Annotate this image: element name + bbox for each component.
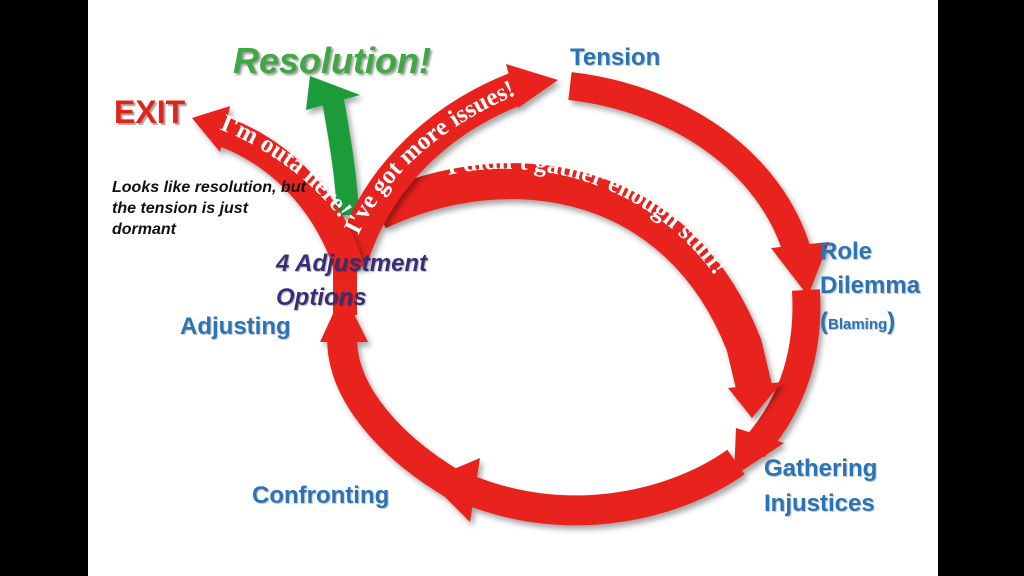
- arrowhead-resolution: [306, 76, 360, 110]
- exit-label: EXIT: [114, 94, 186, 130]
- injustices-label: Injustices: [764, 490, 875, 517]
- options-label-line1: 4 Adjustment: [276, 250, 428, 277]
- arrowhead-adjusting: [320, 292, 368, 342]
- arc-confronting-to-adjusting: [327, 327, 464, 499]
- arrowhead-role: [771, 242, 829, 296]
- blaming-label: (Blaming): [820, 308, 896, 335]
- tension-label: Tension: [570, 44, 661, 71]
- junction: [333, 255, 357, 315]
- arrowhead-gathering: [734, 428, 784, 476]
- role-label: Role: [820, 238, 873, 265]
- arc-gathering-to-confronting: [453, 449, 745, 526]
- arc-role-to-gathering: [743, 289, 821, 458]
- adjusting-label: Adjusting: [180, 313, 291, 340]
- dormant-note: Looks like resolution, but the tension i…: [112, 179, 306, 238]
- cycle-diagram: I'm outa here! I've got more issues! I d…: [192, 64, 829, 526]
- arrowhead-confronting: [428, 458, 480, 522]
- gather-arrow: [370, 163, 782, 418]
- exit-arrow: [192, 106, 365, 275]
- blaming-text: Blaming: [828, 316, 888, 333]
- resolution-label: Resolution!: [233, 40, 431, 81]
- arrowhead-exit: [192, 106, 230, 152]
- dilemma-label: Dilemma: [820, 272, 921, 299]
- arrowhead-issues: [506, 64, 558, 108]
- main-cycle-arrow: [320, 72, 829, 526]
- confronting-label: Confronting: [252, 482, 390, 509]
- options-label-line2: Options: [276, 284, 367, 311]
- gathering-label: Gathering: [764, 455, 878, 482]
- resolution-arrow: [306, 76, 360, 216]
- arc-tension-to-role: [568, 72, 814, 266]
- diagram-canvas: I'm outa here! I've got more issues! I d…: [88, 0, 938, 576]
- arrowhead-gather: [728, 382, 782, 418]
- issues-arrow: [333, 64, 558, 268]
